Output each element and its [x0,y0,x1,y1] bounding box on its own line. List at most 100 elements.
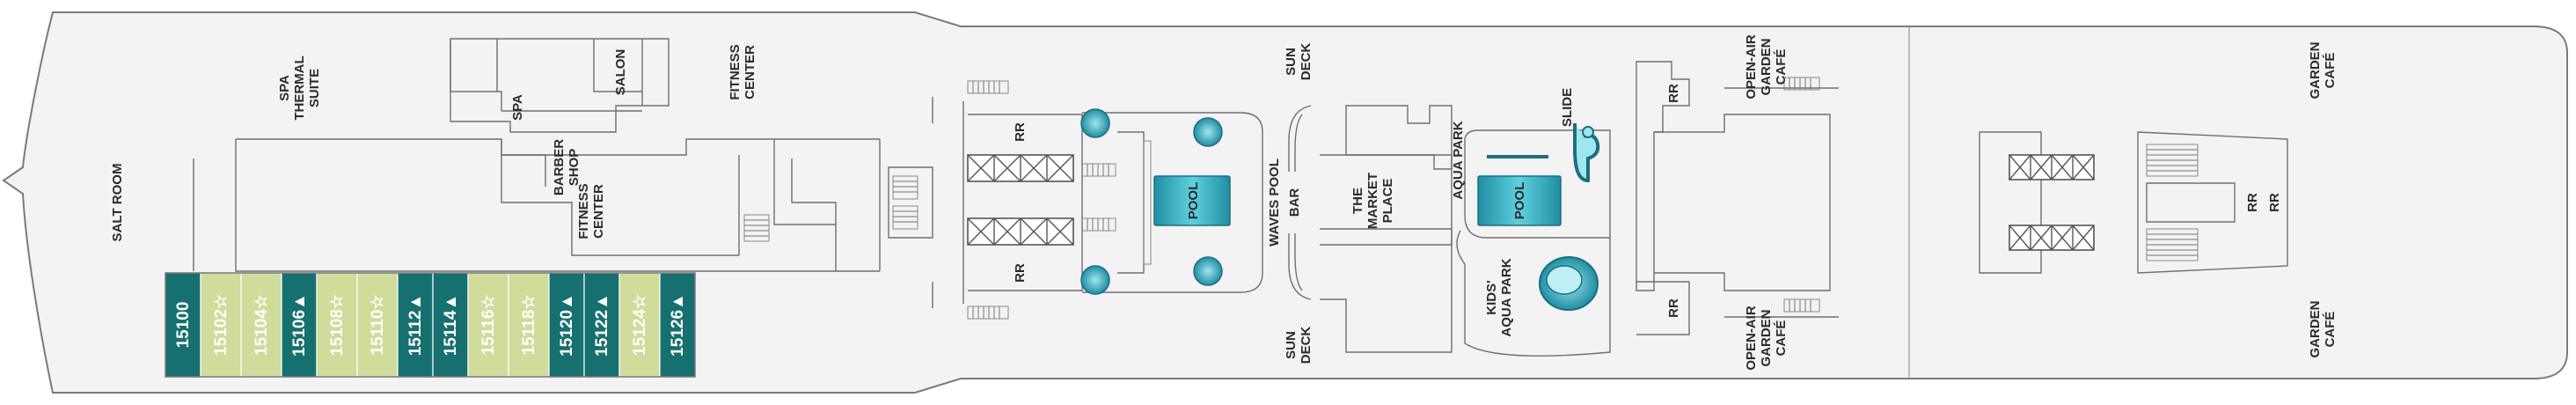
label-barber-shop-2: SHOP [567,149,582,187]
label-pool-left: POOL [1186,182,1201,220]
label-fitness-center-top-2: CENTER [743,45,757,99]
label-waves-pool-bar-2: BAR [1287,188,1302,217]
label-open-air-garden-bottom-2: GARDEN [1759,309,1774,366]
label-fitness-center-mid-1: FITNESS [576,183,591,239]
label-spa-thermal-suite-2: THERMAL [292,55,307,120]
cabin-15118[interactable]: 15118☆ [508,272,550,378]
stairs-forward [743,214,770,242]
label-waves-pool-bar-1: WAVES POOL [1267,158,1282,247]
cabin-15120[interactable]: 15120▲ [548,272,585,378]
cabin-15116[interactable]: 15116☆ [467,272,509,378]
cabin-box [508,272,550,378]
cabin-15108[interactable]: 15108☆ [316,272,358,378]
aft-walls [1636,61,2288,335]
label-kids-aqua-park-1: KIDS' [1484,280,1499,314]
cabin-box [200,272,242,378]
label-salon: SALON [613,49,628,96]
forward-walls [193,38,964,308]
cabin-number: 15102☆ [212,294,231,356]
elevators-aft [2009,154,2095,251]
cabin-number: 15108☆ [328,294,347,356]
cabin-15110[interactable]: 15110☆ [356,272,399,378]
label-spa-thermal-suite-1: SPA [277,75,292,101]
label-rr-top: RR [1013,122,1028,142]
label-salt-room: SALT ROOM [110,164,125,242]
label-barber-shop-1: BARBER [552,139,567,195]
cabin-number: 15122▲ [593,293,611,357]
stairs-mid-pool [1081,163,1116,232]
cabin-number: 15126▲ [669,293,687,357]
label-kids-aqua-park-2: AQUA PARK [1499,258,1514,336]
cabin-box [356,272,399,378]
label-garden-cafe-top-1: GARDEN [2308,41,2323,99]
label-market-place-1: THE [1350,188,1365,214]
label-spa-thermal-suite-3: SUITE [307,69,322,107]
cabin-15100[interactable]: 15100 [165,272,201,378]
aqua-park [1456,123,1611,357]
label-rr-aft-top: RR [1666,84,1681,103]
label-spa: SPA [510,94,525,121]
cabin-number: 15106▲ [290,293,309,357]
cabin-15126[interactable]: 15126▲ [659,272,696,378]
pool-left [1153,175,1231,226]
cabin-box [659,272,696,378]
cabin-number: 15100 [174,302,193,349]
label-sun-deck-top-1: SUN [1284,48,1299,76]
label-aqua-park: AQUA PARK [1451,121,1466,199]
hot-tub-2 [1193,117,1223,147]
label-rr-bottom: RR [1013,263,1028,283]
hot-tub-1 [1080,108,1110,138]
stairs-mid [892,175,918,230]
cabin-row-outline [165,272,696,378]
label-garden-cafe-bottom-1: GARDEN [2308,300,2323,357]
label-market-place-3: PLACE [1380,179,1395,224]
cabin-number: 15104☆ [252,294,271,356]
label-garden-cafe-top-2: CAFÉ [2323,53,2338,89]
pool-deck [968,105,1453,353]
cabin-box [618,272,661,378]
label-rr-rr-1: RR [2245,193,2260,212]
cabin-15112[interactable]: 15112▲ [397,272,434,378]
hot-tub-4 [1193,256,1223,286]
label-garden-cafe-bottom-2: CAFÉ [2323,312,2338,348]
cabin-15106[interactable]: 15106▲ [281,272,318,378]
label-pool-right: POOL [1512,182,1527,220]
cabin-number: 15114▲ [442,294,460,357]
label-open-air-garden-bottom-1: OPEN-AIR [1744,306,1759,371]
cabin-number: 15110☆ [369,295,387,356]
cabin-box [281,272,318,378]
label-fitness-center-top-1: FITNESS [728,44,743,99]
cabin-15104[interactable]: 15104☆ [240,272,282,378]
cabin-number: 15124☆ [631,294,649,356]
cabin-15124[interactable]: 15124☆ [618,272,661,378]
cabin-number: 15112▲ [406,294,425,357]
cabin-number: 15118☆ [520,295,538,356]
label-fitness-center-mid-2: CENTER [591,184,606,239]
labels: SALT ROOM SPA THERMAL SUITE SPA SALON FI… [110,34,2338,371]
label-open-air-garden-top-2: GARDEN [1759,38,1774,95]
cabin-15102[interactable]: 15102☆ [200,272,242,378]
label-sun-deck-top-2: DECK [1299,43,1314,81]
label-rr-rr-2: RR [2267,193,2282,212]
cabin-number: 15120▲ [558,293,576,357]
label-sun-deck-bottom-1: SUN [1284,331,1299,359]
stairs-fwd-top [967,80,1009,94]
cabin-15114[interactable]: 15114▲ [432,272,469,378]
label-sun-deck-bottom-2: DECK [1299,327,1314,364]
stairs-fwd-bottom [967,306,1009,320]
elevators-fwd [967,154,1074,246]
hot-tub-3 [1080,265,1110,295]
stairs-aft [2146,144,2199,261]
cabin-row: 15100 15102☆ 15104☆ 15106▲ 15108☆ 15110☆ 15112… [165,272,696,378]
cabin-box [432,272,469,378]
label-slide: SLIDE [1560,88,1575,127]
label-open-air-garden-bottom-3: CAFÉ [1774,320,1789,357]
label-rr-aft-bottom: RR [1666,298,1681,318]
cabin-15122[interactable]: 15122▲ [583,272,620,378]
pool-right [1477,175,1562,226]
cabin-number: 15116☆ [479,295,498,356]
label-open-air-garden-top-3: CAFÉ [1774,49,1789,85]
label-market-place-2: MARKET [1365,173,1380,229]
cabin-box [467,272,509,378]
